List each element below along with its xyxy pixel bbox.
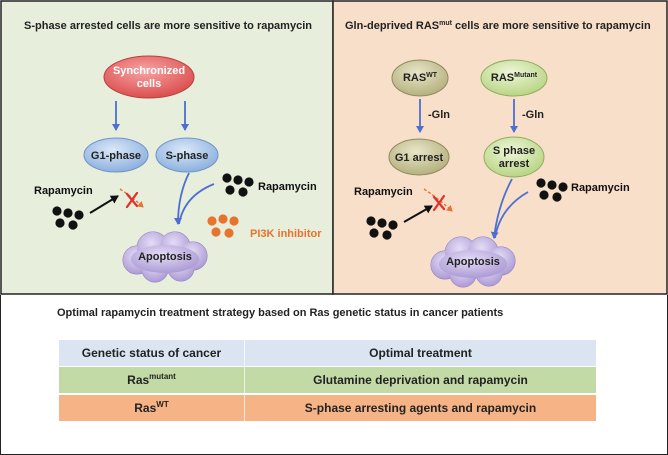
ras-wt-label: RASWT (403, 72, 438, 84)
arrow-rapamycin-r-to-apoptosis (494, 191, 529, 239)
cell-wt-treatment: S-phase arresting agents and rapamycin (244, 395, 596, 421)
left-panel-title: S-phase arrested cells are more sensitiv… (24, 20, 312, 32)
table-row-wt: RasWT S-phase arresting agents and rapam… (59, 395, 596, 421)
ras-label: Ras (127, 373, 150, 387)
inhibited-arrow-right (423, 188, 453, 212)
rapamycin-right-dots-r (536, 178, 568, 202)
rapamycin-right-label-r: Rapamycin (571, 182, 630, 194)
g1-phase-label: G1-phase (91, 150, 141, 162)
ras-label: Ras (134, 401, 157, 415)
arrow-rapamycin-to-apoptosis (178, 183, 215, 225)
rapamycin-right-label: Rapamycin (258, 181, 317, 193)
s-phase-arrest-label-1: S phase (493, 145, 535, 157)
s-phase-node (155, 137, 219, 173)
black-arrow-right (403, 205, 433, 223)
g1-phase-node (83, 137, 149, 173)
rapamycin-left-dots (52, 206, 84, 230)
gln-right-label: -Gln (522, 109, 544, 121)
arrow-s-to-apoptosis (174, 172, 190, 225)
rapamycin-left-dots-r (366, 216, 398, 240)
mutant-sup: mutant (149, 372, 176, 381)
ras-wt-node (391, 59, 449, 97)
blocked-x-icon-right (432, 194, 446, 212)
apoptosis-left-label: Apoptosis (138, 251, 192, 263)
synchronized-label-2: cells (137, 78, 161, 90)
header-optimal-treatment: Optimal treatment (244, 340, 596, 366)
blocked-x-icon (125, 191, 139, 209)
pathway-diagram: S-phase arrested cells are more sensitiv… (0, 0, 668, 295)
rapamycin-left-label: Rapamycin (34, 185, 93, 197)
cell-ras-wt: RasWT (59, 395, 244, 421)
s-phase-arrest-label-2: arrest (499, 158, 530, 170)
table-title: Optimal rapamycin treatment strategy bas… (57, 307, 504, 319)
wt-sup: WT (156, 400, 169, 409)
pi3k-inhibitor-label: PI3K inhibitor (250, 228, 322, 240)
synchronized-cells-node (103, 55, 195, 99)
gln-left-label: -Gln (428, 109, 450, 121)
cell-ras-mutant: Rasmutant (59, 367, 244, 393)
table-header-row: Genetic status of cancer Optimal treatme… (59, 340, 596, 366)
cell-mutant-treatment: Glutamine deprivation and rapamycin (244, 367, 596, 393)
synchronized-label: Synchronized (113, 65, 185, 77)
arrow-sarrest-to-apoptosis (490, 178, 513, 239)
ras-mutant-label: RASMutant (491, 72, 538, 84)
g1-arrest-node (388, 138, 450, 176)
header-genetic-status: Genetic status of cancer (81, 346, 222, 360)
rapamycin-left-label-r: Rapamycin (354, 186, 413, 198)
inhibited-arrow-left (119, 188, 144, 208)
table-panel: Optimal rapamycin treatment strategy bas… (0, 295, 668, 455)
g1-arrest-label: G1 arrest (395, 152, 444, 164)
s-phase-arrest-node (483, 136, 545, 178)
table-row-mutant: Rasmutant Glutamine deprivation and rapa… (59, 367, 596, 393)
ras-mutant-node (480, 59, 548, 97)
apoptosis-right-label: Apoptosis (446, 256, 500, 268)
rapamycin-right-dots (222, 173, 254, 197)
black-arrow-left (89, 195, 119, 214)
right-panel-title: Gln-deprived RASmut cells are more sensi… (345, 20, 651, 32)
pi3k-dots (207, 214, 239, 238)
s-phase-label: S-phase (166, 150, 209, 162)
